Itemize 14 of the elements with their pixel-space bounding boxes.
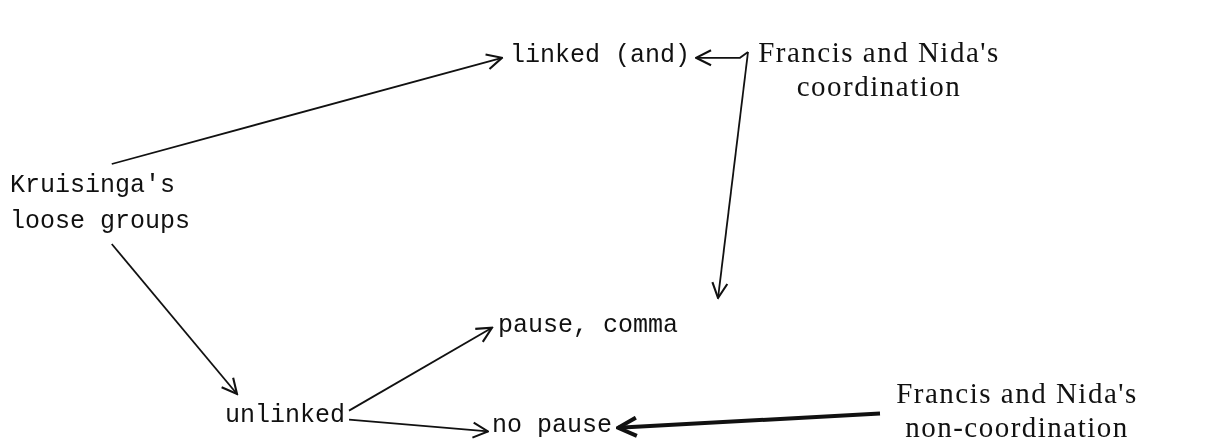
arrow <box>616 411 881 438</box>
node-label: Francis and Nida's non-coordination <box>886 376 1148 444</box>
node-label: Francis and Nida's coordination <box>748 35 1010 103</box>
node-label: Kruisinga's loose groups <box>10 168 195 240</box>
arrow <box>711 51 749 300</box>
node-label: no pause <box>492 408 613 444</box>
arrow <box>110 243 239 396</box>
arrow <box>695 49 749 67</box>
arrow <box>110 53 504 165</box>
arrow <box>348 326 494 412</box>
node-label: linked (and) <box>510 38 691 74</box>
node-label: pause, comma <box>498 308 679 344</box>
node-label: unlinked <box>225 398 346 434</box>
arrow <box>348 418 490 439</box>
